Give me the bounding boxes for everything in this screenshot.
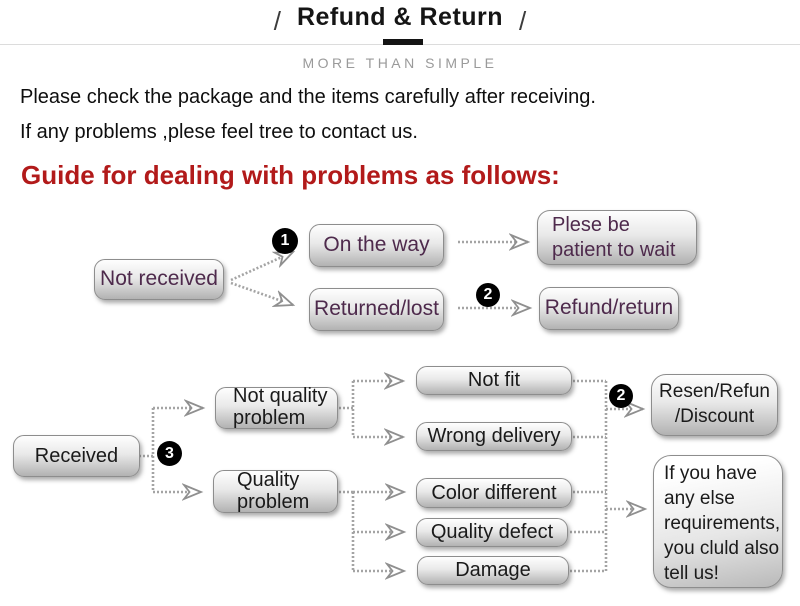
node-received: Received	[13, 435, 140, 477]
node-quality-defect: Quality defect	[416, 518, 568, 547]
left-slash: /	[273, 6, 281, 36]
node-not-fit: Not fit	[416, 366, 572, 395]
section-header: / Refund & Return /	[0, 3, 800, 37]
node-not-quality-problem: Not quality problem	[215, 386, 338, 429]
arrow-not-received-returned-lost	[230, 281, 293, 305]
intro-line-1: Please check the package and the items c…	[20, 86, 596, 108]
title-underline-bar	[383, 39, 423, 45]
node-refund-return: Refund/return	[539, 287, 679, 330]
node-damage: Damage	[417, 556, 569, 585]
step-3-badge: 3	[157, 441, 182, 466]
node-if-you-have: If you have any else requirements, you c…	[653, 455, 783, 588]
guide-heading: Guide for dealing with problems as follo…	[21, 160, 560, 190]
node-not-received: Not received	[94, 259, 224, 300]
tagline: MORE THAN SIMPLE	[302, 55, 498, 71]
page-title: Refund & Return	[296, 3, 504, 31]
node-resen-refun-discount: Resen/Refun /Discount	[651, 374, 778, 436]
step-2-badge: 2	[476, 283, 500, 307]
node-plese-be-patient: Plese be patient to wait	[537, 210, 697, 265]
arrow-not-received-on-the-way	[230, 250, 293, 282]
step-2b-badge: 2	[609, 384, 633, 408]
node-wrong-delivery: Wrong delivery	[416, 422, 572, 451]
node-color-different: Color different	[416, 478, 572, 508]
intro-line-2: If any problems ,plese feel tree to cont…	[20, 121, 418, 143]
step-1-badge: 1	[272, 228, 298, 254]
node-returned-lost: Returned/lost	[309, 288, 444, 331]
right-slash: /	[519, 6, 527, 36]
node-quality-problem: Quality problem	[213, 469, 338, 513]
node-on-the-way: On the way	[309, 224, 444, 267]
